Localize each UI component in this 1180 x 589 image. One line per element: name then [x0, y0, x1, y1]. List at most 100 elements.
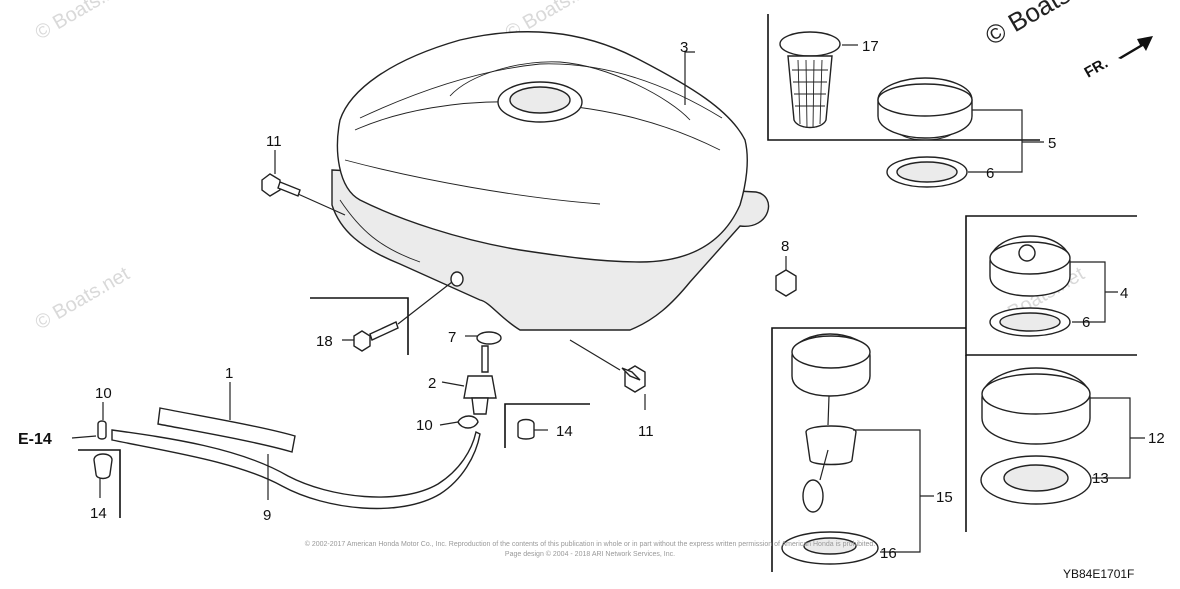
fuel-cap-center [1018, 244, 1036, 262]
callout-17: 17 [862, 38, 879, 55]
strainer-flange [779, 31, 841, 57]
reference-e14: E-14 [18, 431, 52, 448]
fuel-filler-cap-assembly [877, 77, 973, 188]
callout-9: 9 [263, 507, 271, 524]
chain-cap-seal-hole [803, 537, 857, 555]
clip-10-left [97, 420, 107, 440]
callout-15: 15 [936, 489, 953, 506]
fuel-tube-9 [111, 429, 481, 510]
leader-15-16 [853, 429, 934, 553]
callout-14-left: 14 [90, 505, 107, 522]
fuel-tank-seam [339, 199, 421, 263]
leader-11-top [274, 150, 346, 216]
group-frames [78, 14, 1137, 572]
copyright-line: © 2002-2017 American Honda Motor Co., In… [305, 540, 876, 548]
leader-12-13 [1090, 397, 1145, 479]
bolt-11-shank [277, 181, 301, 197]
filler-neck-opening [509, 86, 571, 114]
clip-14-frame [504, 403, 590, 448]
clip-10 [457, 415, 479, 429]
callout-16: 16 [880, 545, 897, 562]
front-direction-indicator: FR. [1082, 36, 1153, 82]
bolt-18-frame [310, 297, 409, 355]
clamp-14-left [93, 453, 113, 480]
fuel-tank-top-ridge [359, 63, 723, 119]
callout-8: 8 [781, 238, 789, 255]
chain-cap-top [791, 335, 871, 369]
fuel-cock-strainer [481, 345, 489, 373]
leader-2 [441, 381, 465, 387]
fasteners [93, 173, 797, 480]
cap-with-chain-assembly [781, 333, 879, 565]
callout-11-bottom: 11 [638, 423, 654, 440]
leader-5-6 [968, 109, 1044, 173]
chain-upper [827, 395, 830, 426]
front-label: FR. [1082, 55, 1111, 82]
bolt-18-shank [369, 321, 399, 341]
watermark: © Boats.net [32, 0, 134, 44]
fuel-tubes [111, 407, 481, 510]
fuel-cock-outlet [471, 397, 489, 415]
leader-11-bottom [569, 339, 646, 410]
fuel-cap-assembly [989, 235, 1071, 337]
front-arrow-icon [1118, 36, 1153, 59]
footer: © 2002-2017 American Honda Motor Co., In… [305, 540, 1135, 581]
callout-10-left: 10 [95, 385, 112, 402]
page-design-line: Page design © 2004 - 2018 ARI Network Se… [505, 550, 675, 558]
callout-13: 13 [1092, 470, 1109, 487]
strainer-body [787, 55, 833, 129]
fuel-strainer [779, 31, 841, 129]
callout-14-center: 14 [556, 423, 573, 440]
nut-8 [775, 269, 797, 297]
large-cap-seal-hole [1003, 464, 1069, 492]
bolt-18-head [353, 330, 371, 352]
large-cap-assembly [980, 367, 1092, 505]
watermark: © Boats.net [32, 263, 134, 335]
washer-7 [476, 331, 502, 345]
clip-14 [517, 418, 535, 440]
callout-11-top: 11 [266, 133, 282, 150]
diagram-code: YB84E1701F [1063, 567, 1134, 581]
fuel-tank-recess [449, 61, 691, 121]
cap-group-frame-upper [965, 215, 1137, 356]
callout-10-center: 10 [416, 417, 433, 434]
corner-watermark: © Boats [980, 0, 1075, 51]
fuel-tube-1 [157, 407, 296, 453]
bolt-11-head [261, 173, 281, 197]
filler-cap-gasket-hole [896, 161, 958, 183]
filler-cap-neck [899, 133, 953, 141]
tank-mount-hole [450, 271, 464, 287]
callout-2: 2 [428, 375, 436, 392]
fuel-cap-gasket-hole [999, 312, 1061, 332]
strainer-mesh [792, 59, 828, 129]
cap-chain-group-frame [771, 327, 966, 572]
callout-7: 7 [448, 329, 456, 346]
callout-6-lower: 6 [1082, 314, 1090, 331]
callout-4: 4 [1120, 285, 1128, 302]
callout-labels: 3 17 5 6 4 6 12 13 15 16 11 8 18 7 2 10 … [18, 38, 1165, 562]
leader-e14 [71, 435, 97, 439]
leader-10 [439, 421, 459, 426]
bolt-11b-shank [621, 367, 641, 381]
callout-18: 18 [316, 333, 333, 350]
fuel-tank [331, 31, 770, 331]
filler-cap-top [877, 83, 973, 117]
callout-5: 5 [1048, 135, 1056, 152]
leader-4-6 [1070, 261, 1118, 323]
leader-18 [342, 281, 453, 341]
strainer-group-frame [767, 14, 1040, 141]
callout-6-upper: 6 [986, 165, 994, 182]
fuel-tank-band [344, 159, 601, 205]
callout-12: 12 [1148, 430, 1165, 447]
fuel-tank-upper-body [336, 31, 748, 263]
callout-1: 1 [225, 365, 233, 382]
clamp-14-frame [78, 449, 121, 518]
chain-collar [805, 425, 857, 466]
chain-ring [802, 479, 824, 513]
fuel-cock-body [463, 375, 497, 399]
callout-3: 3 [680, 39, 688, 56]
chain-lower [819, 449, 829, 481]
large-cap-top [981, 373, 1091, 415]
leader-lines [71, 44, 1145, 553]
